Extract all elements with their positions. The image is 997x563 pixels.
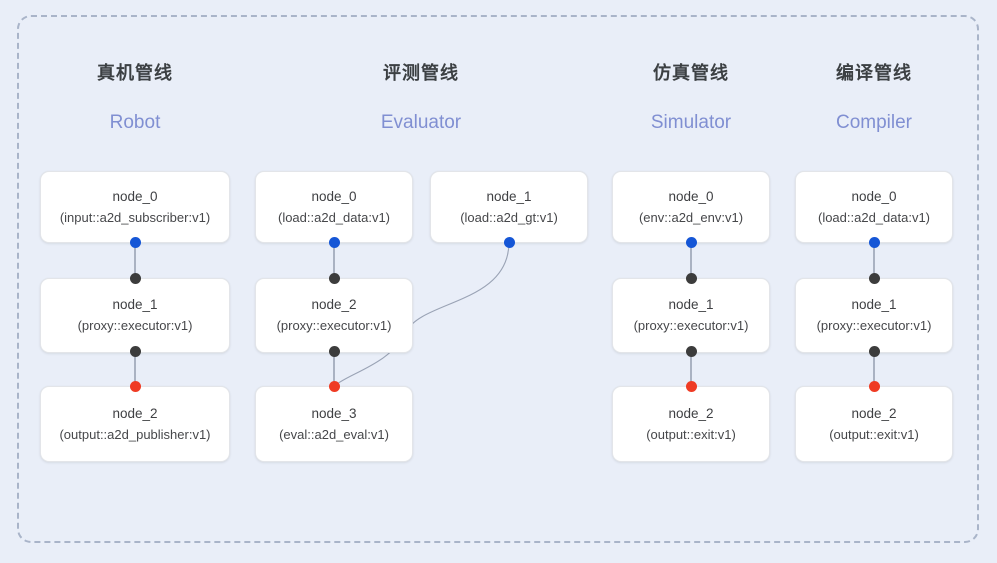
node-title: node_0 bbox=[112, 188, 158, 204]
node-card-evaluator-node_3[interactable]: node_3(eval::a2d_eval:v1) bbox=[255, 386, 413, 462]
node-subtitle: (proxy::executor:v1) bbox=[816, 318, 932, 333]
node-card-evaluator-node_0[interactable]: node_0(load::a2d_data:v1) bbox=[255, 171, 413, 243]
node-title: node_3 bbox=[311, 405, 357, 421]
port-dot-red-robot-3[interactable] bbox=[129, 380, 141, 392]
node-subtitle: (env::a2d_env:v1) bbox=[638, 209, 744, 225]
port-dot-black-compiler-1[interactable] bbox=[868, 272, 880, 284]
port-dot-black-evaluator-2[interactable] bbox=[328, 272, 340, 284]
node-subtitle: (output::exit:v1) bbox=[829, 426, 919, 442]
node-title: node_1 bbox=[112, 297, 158, 312]
node-title: node_2 bbox=[311, 297, 357, 312]
node-card-robot-node_0[interactable]: node_0(input::a2d_subscriber:v1) bbox=[40, 171, 230, 243]
node-subtitle: (load::a2d_data:v1) bbox=[817, 209, 931, 225]
node-card-robot-node_1[interactable]: node_1(proxy::executor:v1) bbox=[40, 278, 230, 353]
node-subtitle: (proxy::executor:v1) bbox=[276, 318, 392, 333]
node-subtitle: (proxy::executor:v1) bbox=[633, 318, 749, 333]
node-title: node_1 bbox=[486, 188, 532, 204]
node-title: node_1 bbox=[851, 297, 897, 312]
node-card-evaluator-node_2[interactable]: node_2(proxy::executor:v1) bbox=[255, 278, 413, 353]
node-title: node_0 bbox=[311, 188, 357, 204]
port-dot-black-robot-1[interactable] bbox=[129, 272, 141, 284]
port-dot-blue-evaluator-1[interactable] bbox=[503, 236, 515, 248]
node-card-robot-node_2[interactable]: node_2(output::a2d_publisher:v1) bbox=[40, 386, 230, 462]
node-card-compiler-node_2[interactable]: node_2(output::exit:v1) bbox=[795, 386, 953, 462]
node-subtitle: (eval::a2d_eval:v1) bbox=[279, 426, 389, 442]
port-dot-black-simulator-1[interactable] bbox=[685, 272, 697, 284]
node-card-compiler-node_1[interactable]: node_1(proxy::executor:v1) bbox=[795, 278, 953, 353]
port-dot-red-compiler-3[interactable] bbox=[868, 380, 880, 392]
port-dot-black-evaluator-3[interactable] bbox=[328, 345, 340, 357]
node-title: node_2 bbox=[668, 405, 714, 421]
node-card-simulator-node_0[interactable]: node_0(env::a2d_env:v1) bbox=[612, 171, 770, 243]
node-subtitle: (proxy::executor:v1) bbox=[77, 318, 193, 333]
node-subtitle: (load::a2d_gt:v1) bbox=[460, 209, 558, 225]
port-dot-blue-evaluator-0[interactable] bbox=[328, 236, 340, 248]
node-subtitle: (output::exit:v1) bbox=[646, 426, 736, 442]
port-dot-blue-compiler-0[interactable] bbox=[868, 236, 880, 248]
node-title: node_2 bbox=[851, 405, 897, 421]
port-dot-red-evaluator-4[interactable] bbox=[328, 380, 340, 392]
port-dot-blue-robot-0[interactable] bbox=[129, 236, 141, 248]
port-dot-black-compiler-2[interactable] bbox=[868, 345, 880, 357]
node-title: node_1 bbox=[668, 297, 714, 312]
node-subtitle: (output::a2d_publisher:v1) bbox=[59, 426, 211, 442]
node-card-simulator-node_2[interactable]: node_2(output::exit:v1) bbox=[612, 386, 770, 462]
node-card-simulator-node_1[interactable]: node_1(proxy::executor:v1) bbox=[612, 278, 770, 353]
node-subtitle: (input::a2d_subscriber:v1) bbox=[59, 209, 211, 225]
node-card-evaluator-node_1[interactable]: node_1(load::a2d_gt:v1) bbox=[430, 171, 588, 243]
node-title: node_0 bbox=[668, 188, 714, 204]
node-card-compiler-node_0[interactable]: node_0(load::a2d_data:v1) bbox=[795, 171, 953, 243]
port-dot-red-simulator-3[interactable] bbox=[685, 380, 697, 392]
node-subtitle: (load::a2d_data:v1) bbox=[277, 209, 391, 225]
port-dot-blue-simulator-0[interactable] bbox=[685, 236, 697, 248]
node-title: node_2 bbox=[112, 405, 158, 421]
port-dot-black-simulator-2[interactable] bbox=[685, 345, 697, 357]
node-title: node_0 bbox=[851, 188, 897, 204]
port-dot-black-robot-2[interactable] bbox=[129, 345, 141, 357]
